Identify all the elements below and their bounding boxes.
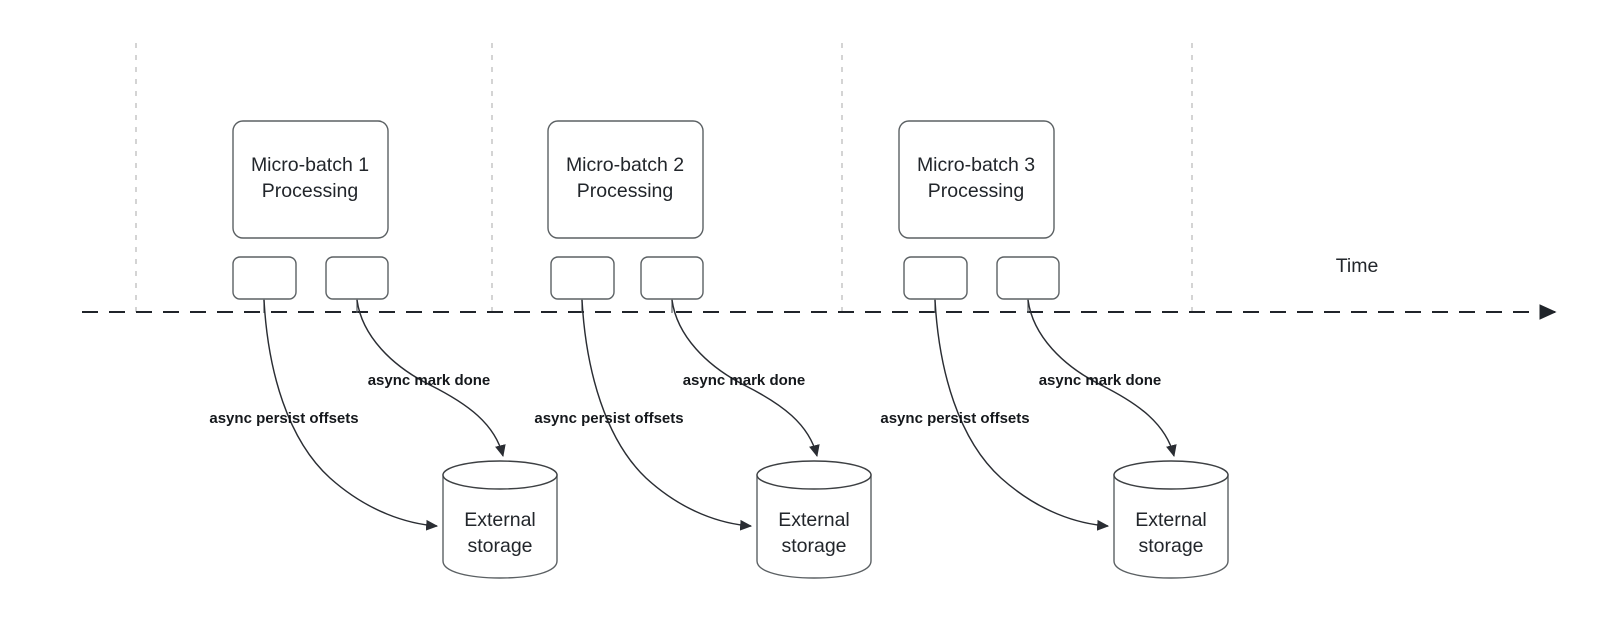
persist-task-box-1[interactable] bbox=[232, 256, 297, 300]
persist-task-box-3[interactable] bbox=[903, 256, 968, 300]
persist-offsets-arrow-2 bbox=[581, 299, 753, 531]
persist-offsets-label-2: async persist offsets bbox=[534, 410, 683, 427]
mark-done-arrow-3 bbox=[1027, 299, 1177, 458]
storage-label-line1-2: External bbox=[778, 509, 850, 531]
storage-label-line2-1: storage bbox=[467, 535, 532, 557]
mark-done-arrow-2 bbox=[671, 299, 820, 458]
batch-group-3: Micro-batch 3 Processing async persist o… bbox=[880, 120, 1229, 579]
micro-batch-title-2: Micro-batch 2 bbox=[566, 154, 684, 176]
time-axis-label: Time bbox=[1336, 255, 1379, 277]
mark-done-label-2: async mark done bbox=[683, 372, 806, 389]
micro-batch-box-1[interactable] bbox=[232, 120, 389, 239]
mark-done-task-box-3[interactable] bbox=[996, 256, 1060, 300]
mark-done-label-3: async mark done bbox=[1039, 372, 1162, 389]
micro-batch-subtitle-3: Processing bbox=[928, 180, 1024, 202]
micro-batch-title-3: Micro-batch 3 bbox=[917, 154, 1035, 176]
batch-group-1: Micro-batch 1 Processing async persist o… bbox=[209, 120, 558, 579]
micro-batch-title-1: Micro-batch 1 bbox=[251, 154, 369, 176]
micro-batch-box-2[interactable] bbox=[547, 120, 704, 239]
mark-done-label-1: async mark done bbox=[368, 372, 491, 389]
persist-offsets-arrow-1 bbox=[263, 299, 439, 531]
external-storage-cylinder-3: External storage bbox=[1113, 460, 1229, 579]
storage-label-line2-2: storage bbox=[781, 535, 846, 557]
persist-offsets-label-1: async persist offsets bbox=[209, 410, 358, 427]
storage-top-1 bbox=[442, 460, 558, 490]
persist-offsets-label-3: async persist offsets bbox=[880, 410, 1029, 427]
storage-top-3 bbox=[1113, 460, 1229, 490]
micro-batch-subtitle-2: Processing bbox=[577, 180, 673, 202]
storage-body-1 bbox=[442, 474, 558, 579]
batch-group-2: Micro-batch 2 Processing async persist o… bbox=[534, 120, 872, 579]
external-storage-cylinder-2: External storage bbox=[756, 460, 872, 579]
storage-top-2 bbox=[756, 460, 872, 490]
mark-done-task-box-1[interactable] bbox=[325, 256, 389, 300]
storage-body-3 bbox=[1113, 474, 1229, 579]
storage-body-2 bbox=[756, 474, 872, 579]
storage-label-line1-1: External bbox=[464, 509, 536, 531]
mark-done-arrow-1 bbox=[356, 299, 506, 458]
persist-task-box-2[interactable] bbox=[550, 256, 615, 300]
micro-batch-box-3[interactable] bbox=[898, 120, 1055, 239]
storage-label-line1-3: External bbox=[1135, 509, 1207, 531]
micro-batch-subtitle-1: Processing bbox=[262, 180, 358, 202]
external-storage-cylinder-1: External storage bbox=[442, 460, 558, 579]
time-axis: Time bbox=[82, 255, 1557, 320]
mark-done-task-box-2[interactable] bbox=[640, 256, 704, 300]
persist-offsets-arrow-3 bbox=[934, 299, 1110, 531]
boundary-gridlines bbox=[135, 43, 1193, 318]
storage-label-line2-3: storage bbox=[1138, 535, 1203, 557]
